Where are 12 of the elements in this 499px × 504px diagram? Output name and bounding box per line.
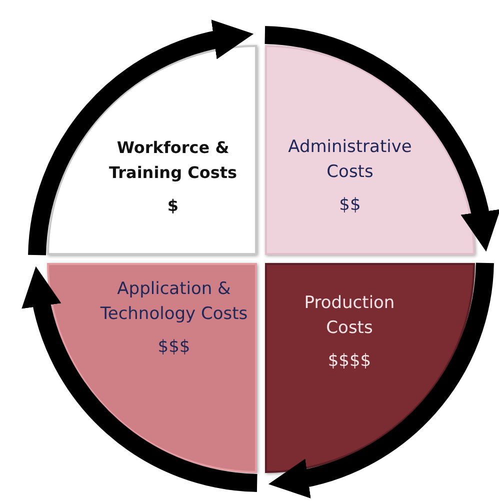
segment-label: Production Costs: [303, 292, 396, 340]
cycle-arrow: [22, 266, 258, 492]
cost-level: $$: [338, 194, 362, 217]
cycle-arrow: [28, 20, 254, 256]
segment-label: Application & Technology Costs: [99, 278, 249, 326]
cost-level: $: [166, 195, 180, 217]
cost-level: $$$$: [326, 350, 372, 373]
cost-level: $$$: [156, 336, 192, 359]
segment-label: Administrative Costs: [287, 136, 413, 184]
cycle-arrow: [268, 262, 494, 498]
segment-label: Workforce & Training Costs: [108, 137, 238, 184]
cycle-arrow: [264, 26, 499, 252]
